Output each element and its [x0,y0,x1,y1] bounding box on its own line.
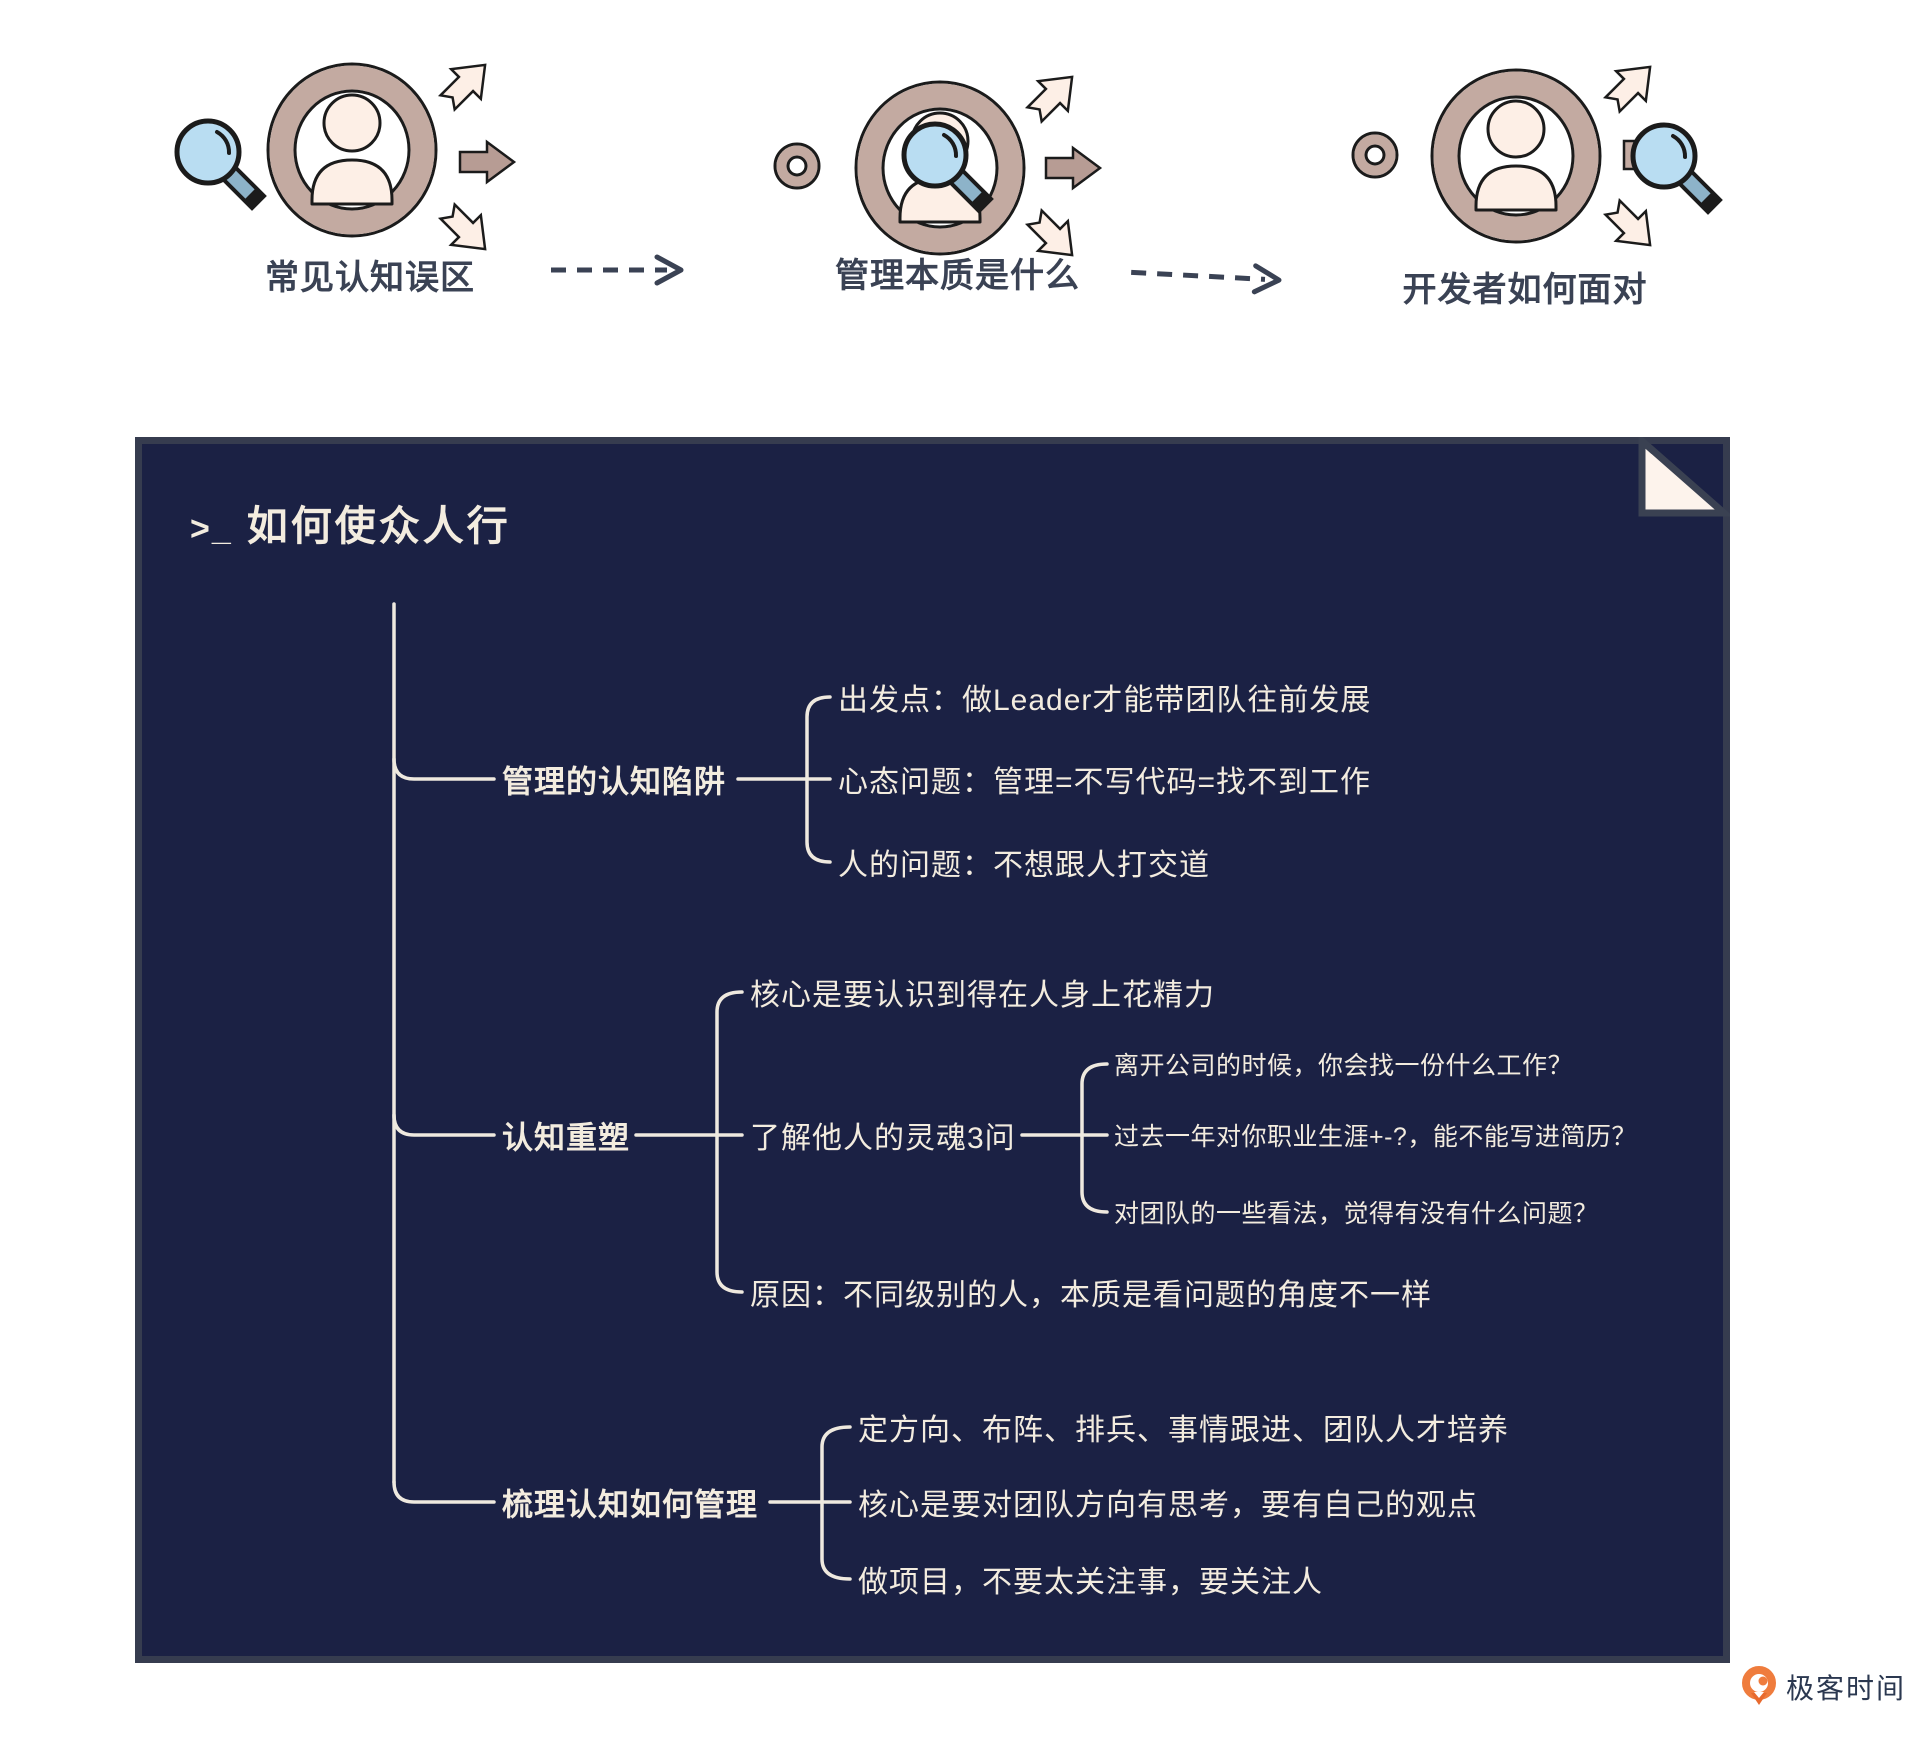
leaf-question-career: 过去一年对你职业生涯+-?，能不能写进简历？ [1114,1123,1637,1151]
person-circle-magnifier-right-icon [1330,50,1760,262]
branch-label-cognitive-traps: 管理的认知陷阱 [502,764,726,800]
dashed-arrow-right-icon [551,254,684,286]
step-label-essence: 管理本质是什么 [835,257,1080,295]
person-circle-magnifier-left-icon [130,50,516,266]
arrow-right-icon [1044,146,1102,190]
node-mindset-problem: 心态问题：管理=不写代码=找不到工作 [838,766,1372,799]
arrow-down-right-icon [1596,191,1667,262]
leaf-question-team-view: 对团队的一些看法，觉得有没有什么问题？ [1114,1200,1599,1228]
dashed-arrow-right-icon [1131,263,1282,295]
node-direction-formation: 定方向、布阵、排兵、事情跟进、团队人才培养 [858,1414,1509,1447]
node-soul-3-questions: 了解他人的灵魂3问 [750,1122,1016,1155]
geektime-logo-text: 极客时间 [1786,1673,1907,1704]
small-ring-icon [1353,133,1397,177]
person-circle-magnifier-overlay-icon [760,60,1102,272]
page-title: 如何使众人行 [246,503,511,549]
node-starting-point: 出发点：做Leader才能带团队往前发展 [838,684,1372,717]
arrow-up-right-icon [1596,50,1667,121]
node-people-problem: 人的问题：不想跟人打交道 [838,849,1210,882]
branch-label-cognitive-reshape: 认知重塑 [502,1120,630,1156]
leaf-question-leaving: 离开公司的时候，你会找一份什么工作？ [1114,1052,1574,1080]
node-focus-on-people: 做项目，不要太关注事，要关注人 [858,1566,1323,1599]
card-title: >_ 如何使众人行 [190,492,511,552]
node-team-direction-thinking: 核心是要对团队方向有思考，要有自己的观点 [858,1489,1478,1522]
magnifier-icon [1633,125,1708,200]
magnifier-icon [177,121,252,196]
node-core-people-effort: 核心是要认识到得在人身上花精力 [750,979,1215,1012]
mindmap-connectors [392,602,1109,1581]
arrow-right-icon [458,140,516,184]
small-ring-icon [775,144,819,188]
arrow-up-right-icon [431,50,502,119]
branch-label-how-to-manage: 梳理认知如何管理 [502,1487,758,1523]
geektime-logo: 极客时间 [1740,1666,1906,1708]
folded-corner-icon [1638,437,1730,517]
step-label-developer: 开发者如何面对 [1402,271,1648,309]
mindmap-card: >_ 如何使众人行 管理的认知陷阱 出发点：做Leader才能带团 [135,437,1730,1663]
node-reason-levels: 原因：不同级别的人，本质是看问题的角度不一样 [750,1279,1432,1312]
terminal-prompt-icon: >_ [190,510,233,548]
arrow-up-right-icon [1018,60,1089,131]
geektime-logo-icon [1742,1666,1776,1705]
step-label-misconceptions: 常见认知误区 [265,259,475,297]
